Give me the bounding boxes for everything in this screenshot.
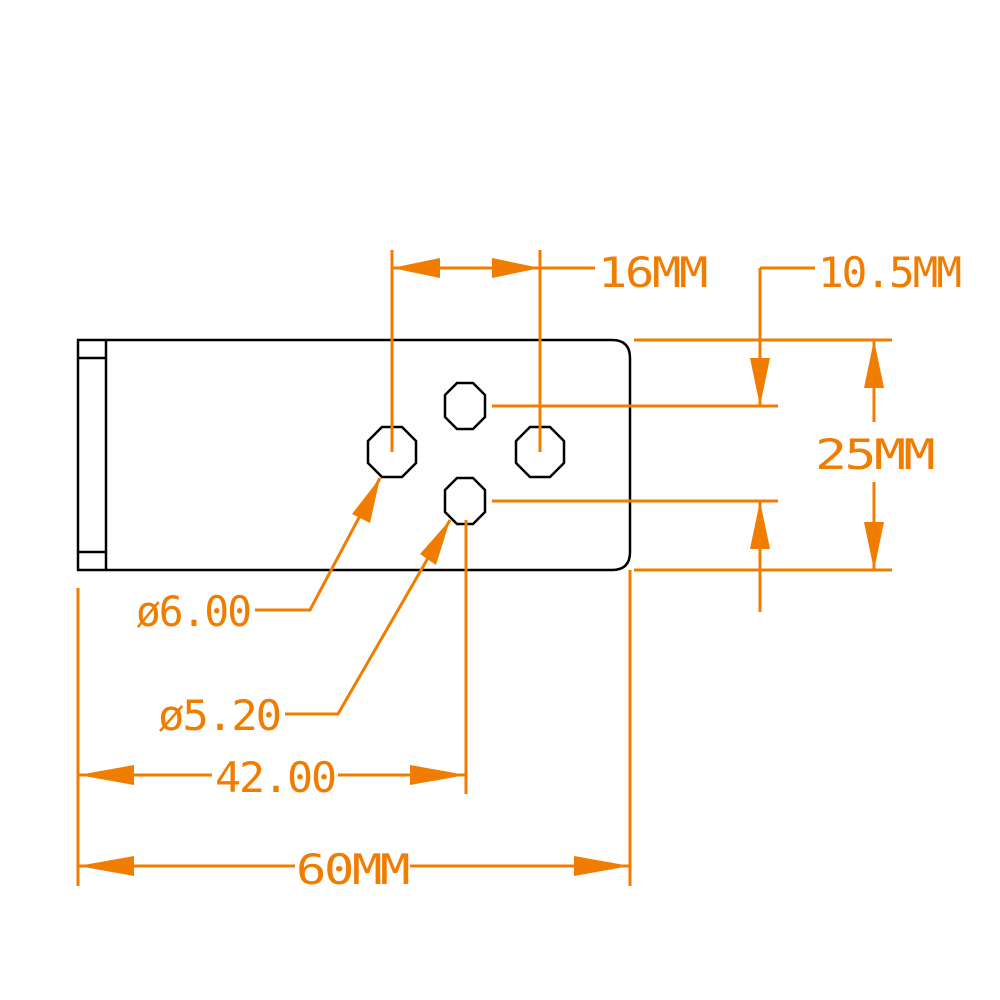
hole-top [443,381,487,431]
label-6-00-diameter: ø6.00 [136,587,250,636]
hole-right [514,425,566,479]
arrowhead [78,765,134,785]
arrowhead [750,358,770,406]
hole-bottom [443,476,487,526]
part-outline [76,338,632,572]
dimension-lines [76,250,892,886]
arrowhead [492,258,540,278]
leader-6-00 [255,477,382,612]
leader-5-20 [285,519,452,716]
label-42-00: 42.00 [215,753,335,802]
arrowhead [352,478,380,523]
label-60mm: 60MM [296,845,409,894]
arrowhead [420,520,450,565]
arrowhead [78,856,134,876]
label-16mm: 16MM [598,248,707,297]
arrowhead [864,522,884,570]
label-5-20-diameter: ø5.20 [158,691,280,740]
label-10-5mm: 10.5MM [818,248,961,297]
arrowhead [750,501,770,549]
arrowhead [410,765,466,785]
label-25mm: 25MM [815,430,934,479]
hole-left [366,425,418,479]
arrowhead [864,340,884,388]
arrowhead [392,258,440,278]
arrowhead [574,856,630,876]
arrowheads [78,258,884,876]
plate-body [76,338,632,572]
dimension-labels: 16MM 10.5MM 25MM ø6.00 ø5.20 42.00 60MM [136,248,963,894]
